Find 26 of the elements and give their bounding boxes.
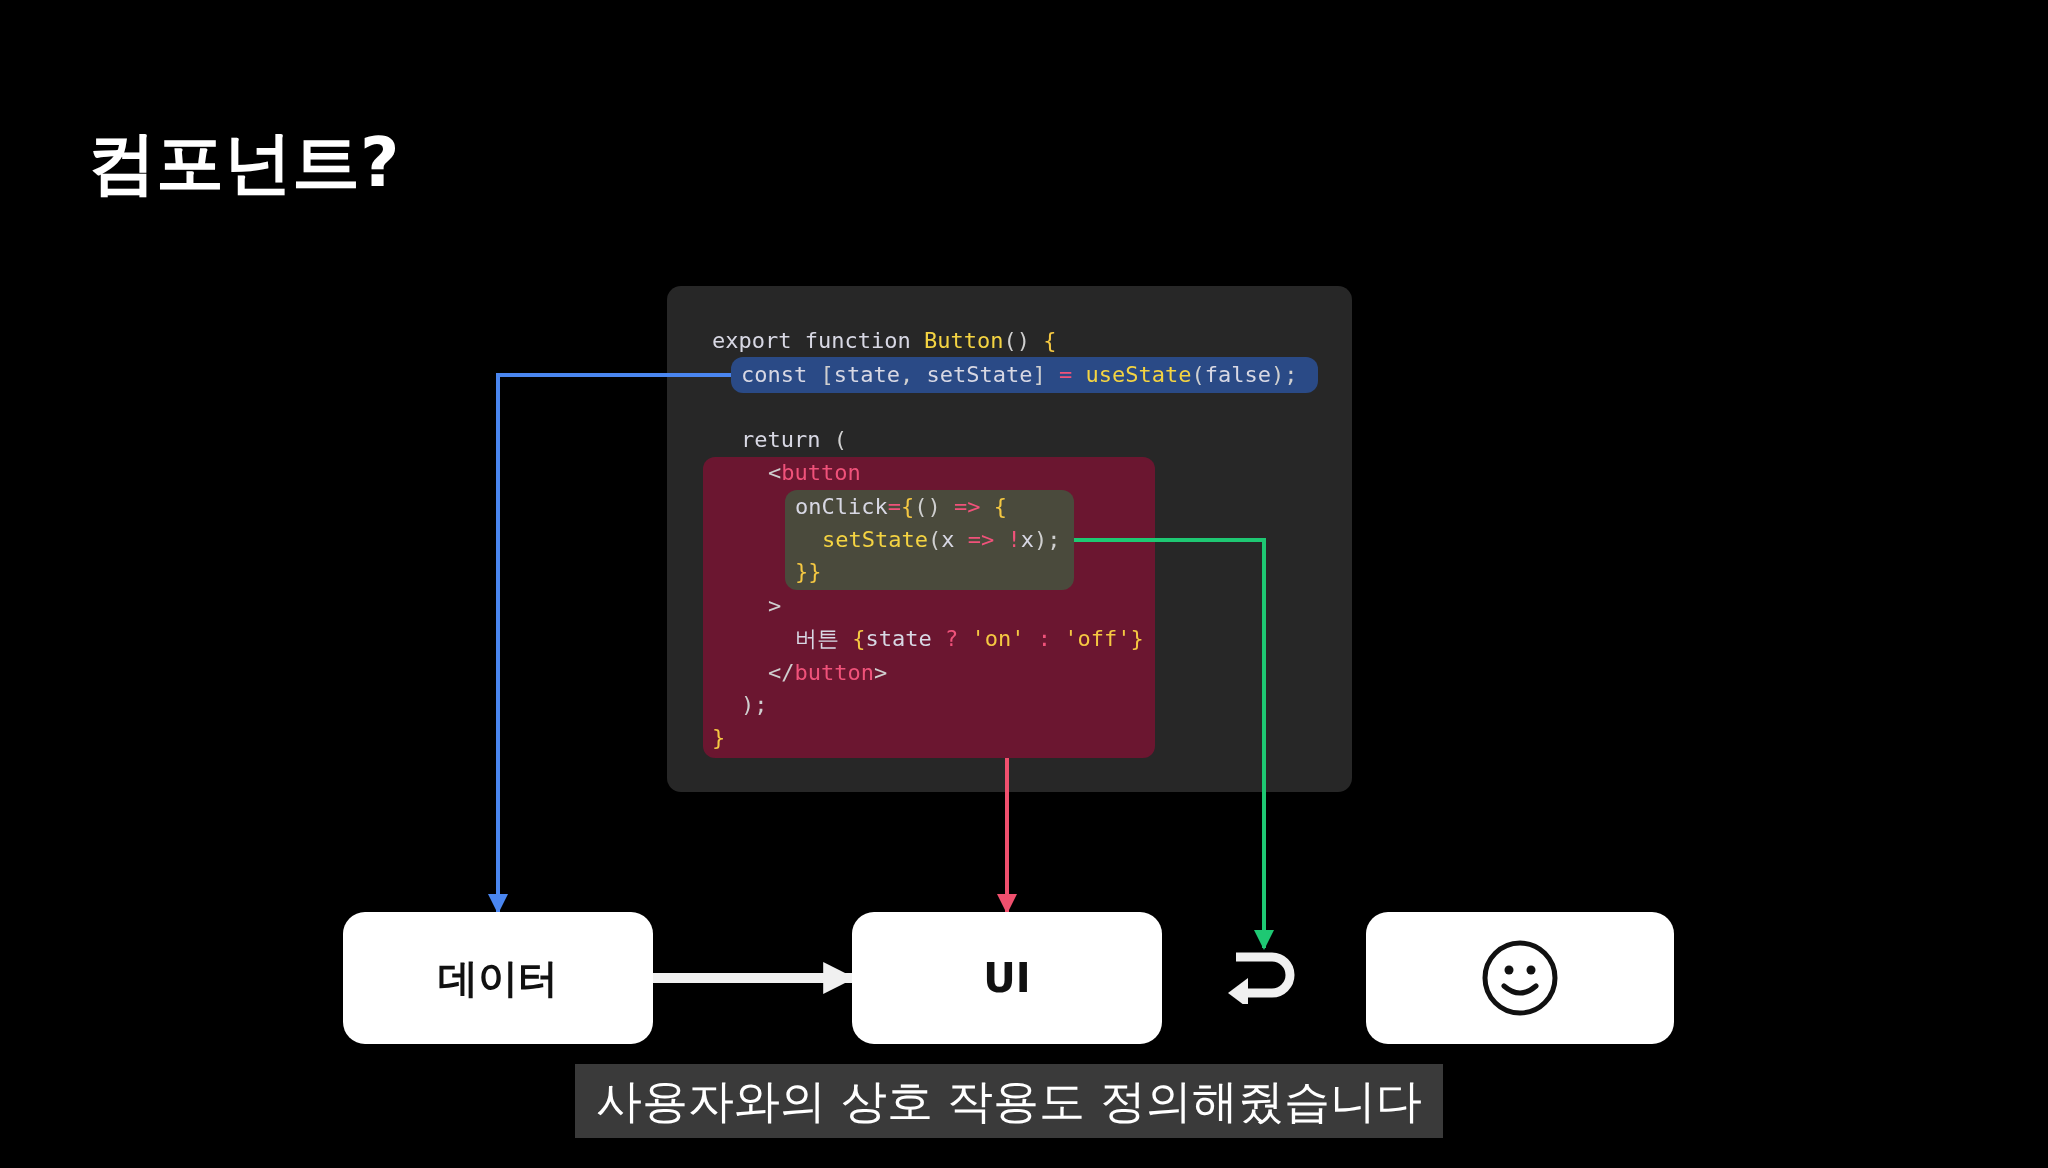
code-line: } [712, 724, 726, 752]
arrow [997, 758, 1017, 914]
box-label: UI [983, 955, 1031, 1001]
code-line: 버튼 {state ? 'on' : 'off'} [795, 625, 1144, 653]
arrow [1074, 538, 1274, 950]
code-highlight [785, 490, 1074, 590]
code-highlight [731, 357, 1318, 393]
code-line: setState(x => !x); [822, 526, 1061, 554]
arrow [488, 373, 731, 914]
process-box [343, 912, 653, 1044]
code-line: </button> [768, 659, 888, 687]
code-line: }} [795, 558, 822, 586]
code-line: > [768, 592, 782, 620]
code-highlight [703, 457, 1155, 758]
empty-box [1366, 912, 1674, 1044]
code-line: const [state, setState] = useState(false); [741, 361, 1298, 389]
slide-title: 컴포넌트? [88, 122, 400, 204]
box-label: 데이터 [438, 953, 558, 1003]
code-line: <button [768, 459, 861, 487]
code-line: return ( [741, 426, 847, 454]
code-line: ); [741, 691, 768, 719]
code-panel [667, 286, 1352, 792]
subtitle-caption: 사용자와의 상호 작용도 정의해줬습니다 [575, 1064, 1443, 1138]
code-line: onClick={() => { [795, 493, 1007, 521]
process-box [852, 912, 1162, 1044]
code-line: export function Button() { [712, 327, 1057, 355]
